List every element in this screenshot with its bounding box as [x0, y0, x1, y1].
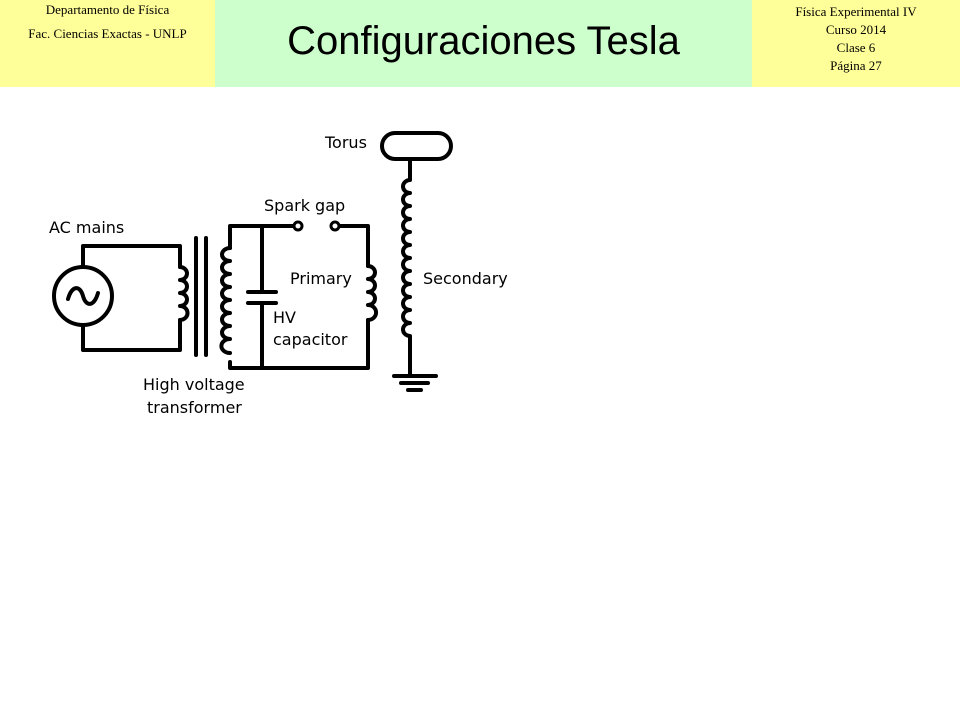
header-right-panel: Física Experimental IV Curso 2014 Clase …	[752, 0, 960, 87]
label-secondary: Secondary	[423, 269, 508, 288]
label-capacitor: capacitor	[273, 330, 348, 349]
label-torus: Torus	[324, 133, 367, 152]
tesla-primary-coil	[366, 264, 378, 322]
header-left-panel: Departamento de Física Fac. Ciencias Exa…	[0, 0, 215, 87]
transformer-primary-coil	[178, 265, 190, 322]
transformer-secondary-coil	[219, 246, 232, 355]
label-primary: Primary	[290, 269, 352, 288]
label-high-voltage: High voltage	[143, 375, 245, 394]
hv-capacitor-symbol	[246, 224, 278, 370]
tesla-secondary-coil	[401, 157, 412, 378]
header-title-panel: Configuraciones Tesla	[215, 0, 752, 87]
page-title: Configuraciones Tesla	[287, 19, 680, 63]
tank-circuit-wire	[228, 224, 370, 370]
ac-source-symbol	[52, 265, 114, 327]
label-spark-gap: Spark gap	[264, 196, 345, 215]
ground-symbol	[392, 374, 438, 392]
label-ac-mains: AC mains	[49, 218, 124, 237]
transformer-core	[194, 236, 208, 357]
label-transformer: transformer	[147, 398, 242, 417]
spark-gap-symbol	[292, 220, 341, 232]
ac-mains-wire	[81, 244, 182, 352]
class-label: Clase 6	[836, 40, 876, 55]
year-label: Curso 2014	[825, 22, 887, 37]
torus-symbol	[380, 131, 453, 161]
course-label: Física Experimental IV	[795, 4, 917, 19]
page-number-label: Página 27	[830, 58, 882, 73]
faculty-label: Fac. Ciencias Exactas - UNLP	[28, 26, 187, 41]
department-label: Departamento de Física	[45, 2, 170, 17]
label-hv: HV	[273, 308, 296, 327]
